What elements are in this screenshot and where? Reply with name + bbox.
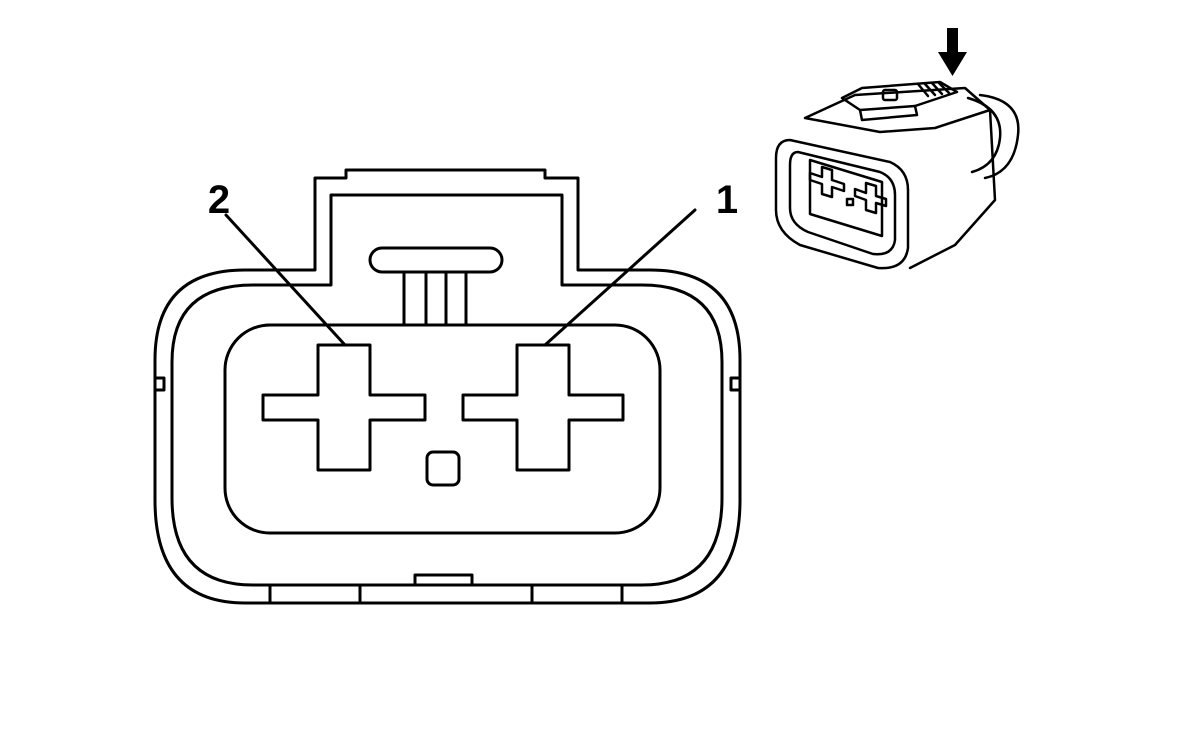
- terminal-pin-2: [261, 343, 427, 472]
- terminal-pin-1: [461, 343, 625, 472]
- center-coding-key: [425, 450, 461, 487]
- housing-inner-outline: [170, 193, 724, 587]
- pin-label-2: 2: [208, 178, 230, 222]
- cable-end-inner: [966, 96, 1002, 174]
- latch-ribs: [916, 81, 951, 98]
- connector-face-view: [153, 168, 742, 605]
- bottom-key: [413, 573, 474, 587]
- latch-top: [840, 80, 959, 112]
- latch-bar: [368, 246, 504, 274]
- cable-end: [978, 93, 1020, 180]
- latch-window: [881, 88, 899, 102]
- body-right-side: [908, 108, 997, 270]
- front-cavity: [808, 158, 884, 238]
- latch-top-edge: [858, 104, 919, 122]
- small-terminal-2: [808, 165, 846, 199]
- front-shroud-outer: [774, 138, 910, 270]
- housing-outer-outline: [153, 168, 742, 605]
- small-terminal-1: [853, 181, 888, 215]
- left-side-notch: [153, 376, 166, 392]
- front-shroud-inner: [788, 150, 897, 256]
- right-side-notch: [729, 376, 742, 392]
- small-coding-key: [845, 197, 855, 207]
- leader-line-pin-1: [543, 208, 697, 347]
- pin-cavity: [223, 323, 662, 535]
- pin-label-1: 1: [716, 178, 738, 222]
- down-arrow-icon: [938, 28, 967, 76]
- connector-3d-icon: [774, 80, 1020, 270]
- leader-line-pin-2: [224, 213, 347, 347]
